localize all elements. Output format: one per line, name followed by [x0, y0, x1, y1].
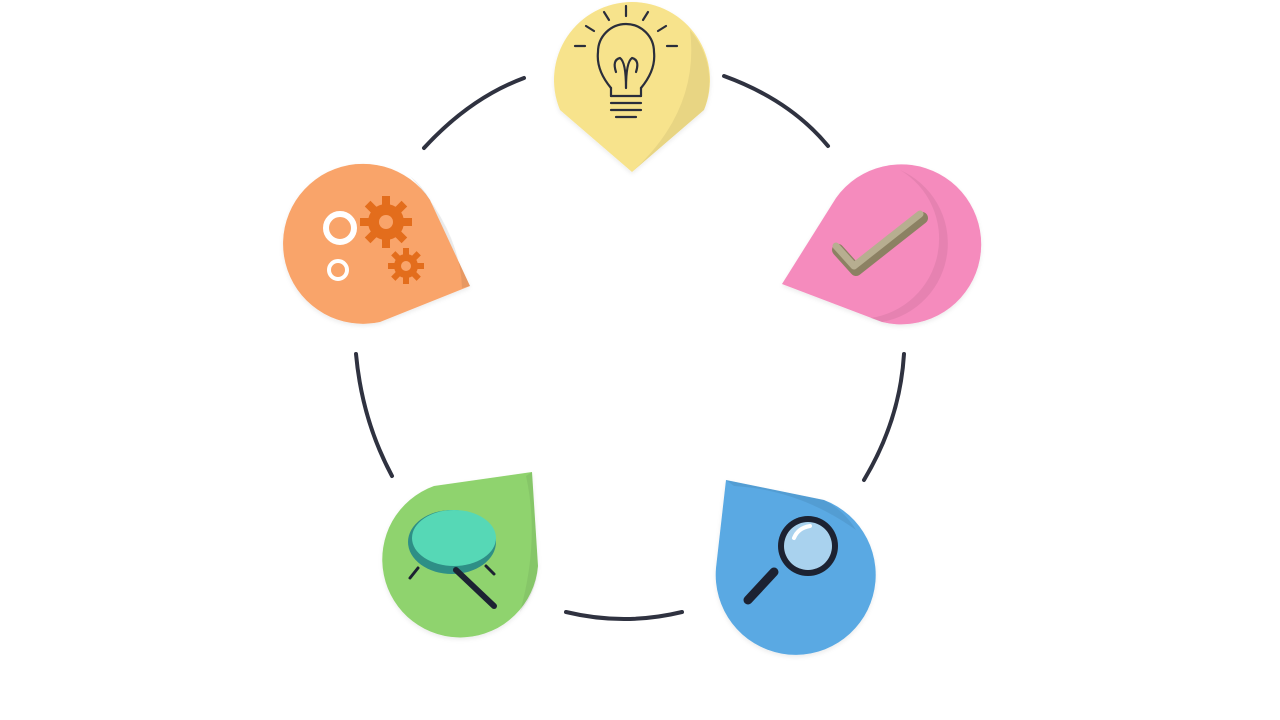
- ring-segment-top-right: [722, 74, 830, 148]
- node-discuss-shade: [520, 472, 538, 612]
- ring-segment-bottom: [564, 610, 684, 621]
- node-research-shade: [726, 480, 856, 530]
- cycle-ring: [354, 74, 906, 621]
- node-idea: [554, 2, 710, 173]
- node-process-shade: [410, 176, 470, 288]
- node-idea-shape: [554, 2, 710, 173]
- node-approve: [782, 164, 982, 325]
- checkmark-icon: [832, 210, 928, 276]
- node-discuss: [382, 472, 538, 638]
- magnifying-glass-icon: [743, 516, 838, 605]
- node-research: [715, 480, 876, 655]
- ring-segment-top-left: [422, 76, 526, 150]
- node-process: [283, 163, 470, 324]
- node-approve-shade: [870, 170, 948, 322]
- ring-segment-left: [354, 352, 394, 478]
- speech-bubble-magnifier-icon: [408, 510, 497, 609]
- ring-segment-right: [862, 352, 906, 482]
- gears-icon: [323, 196, 424, 284]
- node-process-shape: [283, 163, 470, 324]
- lightbulb-icon: [573, 4, 679, 119]
- node-idea-shade: [632, 30, 710, 172]
